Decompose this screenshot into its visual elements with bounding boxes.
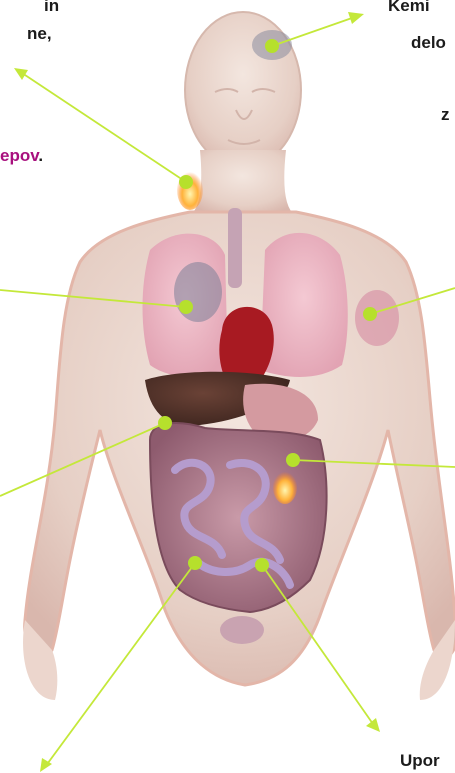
gut-flame [273, 470, 297, 504]
caption-top-left-2: ne, [27, 24, 52, 44]
caption-top-right-2: delo [411, 33, 446, 53]
caption-bottom-right: Upor [400, 751, 440, 771]
trachea [228, 208, 242, 288]
right-lung [260, 233, 348, 377]
lung-lesion [174, 262, 222, 322]
caption-right-3: z [441, 105, 450, 125]
caption-punct: . [38, 146, 43, 165]
caption-top-left-1: in [44, 0, 59, 16]
large-intestine [150, 423, 327, 612]
arm-lesion [355, 290, 399, 346]
caption-mid-left: epov. [0, 146, 43, 166]
neck-flame [177, 170, 203, 210]
bladder [220, 616, 264, 644]
caption-accent-word: epov [0, 146, 38, 165]
neck [190, 150, 295, 215]
caption-top-right-1: Kemi [388, 0, 430, 16]
